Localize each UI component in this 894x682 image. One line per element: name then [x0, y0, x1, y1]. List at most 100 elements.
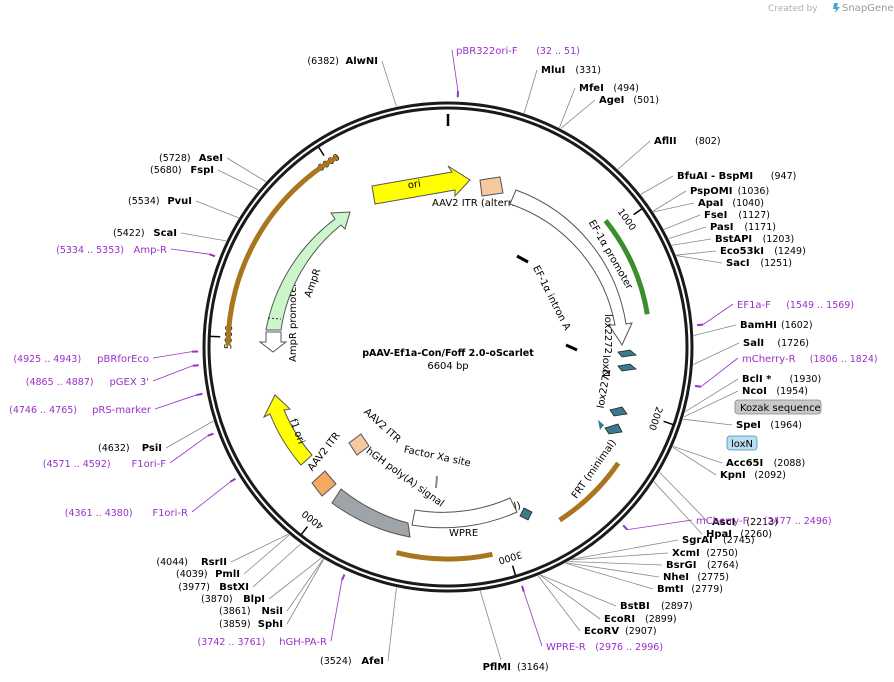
primer-pbr322ori-f[interactable]: pBR322ori-F(32 .. 51) — [456, 46, 580, 57]
site-asci[interactable]: AscI(2213) — [712, 517, 778, 528]
site-eco53ki[interactable]: Eco53kI(1249) — [720, 246, 806, 257]
feature-ampr[interactable]: AmpR — [265, 211, 351, 331]
site-ecorv[interactable]: EcoRV(2907) — [584, 626, 657, 637]
primer-prs-marker[interactable]: pRS-marker(4746 .. 4765) — [9, 405, 152, 416]
site-fsei[interactable]: FseI(1127) — [704, 210, 770, 221]
site-name: SgrAI — [682, 535, 713, 546]
site-afei[interactable]: AfeI(3524) — [320, 656, 384, 667]
site-scai[interactable]: ScaI(5422) — [113, 228, 177, 239]
primer-wpre-r[interactable]: WPRE-R(2976 .. 2996) — [546, 642, 663, 653]
site-leader-line — [381, 60, 397, 107]
primer-mcherry-f[interactable]: mCherry-F(2477 .. 2496) — [696, 516, 832, 527]
feature-loxn[interactable]: loxN — [600, 355, 611, 377]
primer-mcherry-r[interactable]: mCherry-R(1806 .. 1824) — [742, 354, 878, 365]
site-bmti[interactable]: BmtI(2779) — [657, 584, 723, 595]
site-name: MfeI — [579, 83, 604, 94]
site-leader-line — [572, 539, 679, 560]
primer-hgh-pa-r[interactable]: hGH-PA-R(3742 .. 3761) — [198, 637, 327, 648]
primer-pgex-3-[interactable]: pGEX 3'(4865 .. 4887) — [26, 377, 149, 388]
primer-binding-mark — [229, 477, 237, 483]
site-rsrii[interactable]: RsrII(4044) — [156, 557, 227, 568]
site-name: MluI — [541, 65, 565, 76]
feature-label-loxn: loxN — [600, 355, 611, 377]
primer-binding-mark — [207, 432, 214, 437]
site-aflii[interactable]: AflII (802) — [654, 136, 721, 147]
site-name: BfuAI - BspMI — [677, 171, 753, 182]
site-nhei[interactable]: NheI(2775) — [663, 572, 729, 583]
feature-ef1a-intron-a[interactable]: EF-1α intron A — [516, 254, 578, 352]
site-bsrgi[interactable]: BsrGI(2764) — [666, 560, 739, 571]
site-position: (802) — [695, 136, 721, 147]
site-bstapi[interactable]: BstAPI(1203) — [715, 234, 794, 245]
site-mlui[interactable]: MluI(331) — [541, 65, 601, 76]
orf-arc-bottom[interactable] — [395, 550, 493, 562]
site-spei[interactable]: SpeI(1964) — [736, 420, 802, 431]
feature-aav2-itr-lower[interactable]: AAV2 ITR — [348, 407, 403, 456]
feature-lox2272-upper[interactable]: lox2272 — [602, 314, 637, 372]
site-alwni[interactable]: AlwNI(6382) — [307, 56, 378, 67]
tick-5000: 5000 — [210, 325, 235, 350]
site-leader-line — [685, 378, 739, 412]
site-kpni[interactable]: KpnI(2092) — [720, 470, 786, 481]
site-bamhi[interactable]: BamHI(1602) — [740, 320, 813, 331]
site-name: PspOMI — [690, 186, 732, 197]
site-ecori[interactable]: EcoRI(2899) — [604, 614, 677, 625]
site-position: (5422) — [113, 228, 145, 239]
site-xcmi[interactable]: XcmI(2750) — [672, 548, 738, 559]
primer-position: (3742 .. 3761) — [198, 637, 266, 648]
site-pasi[interactable]: PasI(1171) — [710, 222, 776, 233]
primer-f1ori-r[interactable]: F1ori-R(4361 .. 4380) — [65, 508, 188, 519]
site-nsii[interactable]: NsiI(3861) — [219, 606, 283, 617]
site-mfei[interactable]: MfeI(494) — [579, 83, 639, 94]
site-acc65i[interactable]: Acc65I(2088) — [726, 458, 805, 469]
site-blpi[interactable]: BlpI(3870) — [201, 594, 265, 605]
primer-f1ori-f[interactable]: F1ori-F(4571 .. 4592) — [43, 459, 167, 470]
site-saci[interactable]: SacI(1251) — [726, 258, 792, 269]
site-sali[interactable]: SalI(1726) — [743, 338, 809, 349]
primer-ef1a-f[interactable]: EF1a-F(1549 .. 1569) — [737, 300, 854, 311]
site-pflmi[interactable]: PflMI(3164) — [483, 662, 549, 673]
site-pvui[interactable]: PvuI(5534) — [128, 196, 192, 207]
loxn-badge-label: loxN — [731, 439, 753, 450]
primer-position: (4746 .. 4765) — [9, 405, 77, 416]
site-leader-line — [571, 552, 669, 561]
feature-ampr-promoter[interactable]: AmpR promoter — [258, 282, 299, 362]
site-position: (2899) — [645, 614, 677, 625]
site-leader-line — [676, 250, 717, 256]
site-asei[interactable]: AseI(5728) — [159, 153, 223, 164]
site-leader-line — [195, 200, 239, 219]
site-bcli-[interactable]: BclI *(1930) — [742, 374, 821, 385]
primer-pbrforeco[interactable]: pBRforEco(4925 .. 4943) — [13, 354, 149, 365]
primer-amp-r[interactable]: Amp-R(5334 .. 5353) — [56, 245, 167, 256]
orf-arc-ef1a[interactable] — [603, 218, 650, 315]
site-agei[interactable]: AgeI(501) — [599, 95, 659, 106]
site-name: RsrII — [201, 557, 227, 568]
site-sphi[interactable]: SphI(3859) — [219, 619, 283, 630]
site-bstbi[interactable]: BstBI(2897) — [620, 601, 693, 612]
feature-label-factor-xa-site: Factor Xa site — [403, 444, 472, 469]
site-bstxi[interactable]: BstXI(3977) — [178, 582, 249, 593]
kozak-sequence-badge[interactable]: Kozak sequence — [734, 399, 822, 415]
feature-f1-ori[interactable]: f1 ori — [262, 394, 313, 466]
site-psii[interactable]: PsiI(4632) — [98, 443, 162, 454]
tick-label-4000: 4000 — [300, 508, 326, 532]
site-name: AflII — [654, 136, 677, 147]
orf-arc-ampr[interactable] — [225, 154, 339, 346]
site-apai[interactable]: ApaI(1040) — [698, 198, 764, 209]
feature-aav2-itr-alternate[interactable]: AAV2 ITR (alternate) — [432, 176, 534, 209]
loxn-badge[interactable]: loxN — [726, 435, 758, 451]
feature-wpre[interactable]: WPRE — [411, 497, 518, 539]
site-fspi[interactable]: FspI(5680) — [150, 165, 214, 176]
site-pmli[interactable]: PmlI(4039) — [176, 569, 240, 580]
feature-ori[interactable]: ori — [371, 165, 471, 205]
site-hpai[interactable]: HpaI(2260) — [706, 529, 772, 540]
orf-arc-right[interactable] — [558, 461, 621, 523]
site-sgrai[interactable]: SgrAI(2745) — [682, 535, 755, 546]
site-leader-line — [653, 481, 703, 535]
site-leader-line — [663, 214, 701, 230]
site-ncoi[interactable]: NcoI(1954) — [742, 386, 808, 397]
site-pspomi[interactable]: PspOMI(1036) — [690, 186, 769, 197]
site-bfuai-bspmi[interactable]: BfuAI - BspMI(947) — [677, 171, 796, 182]
feature-aav2-itr-left[interactable]: AAV2 ITR — [306, 430, 343, 497]
primer-position: (1549 .. 1569) — [786, 300, 854, 311]
